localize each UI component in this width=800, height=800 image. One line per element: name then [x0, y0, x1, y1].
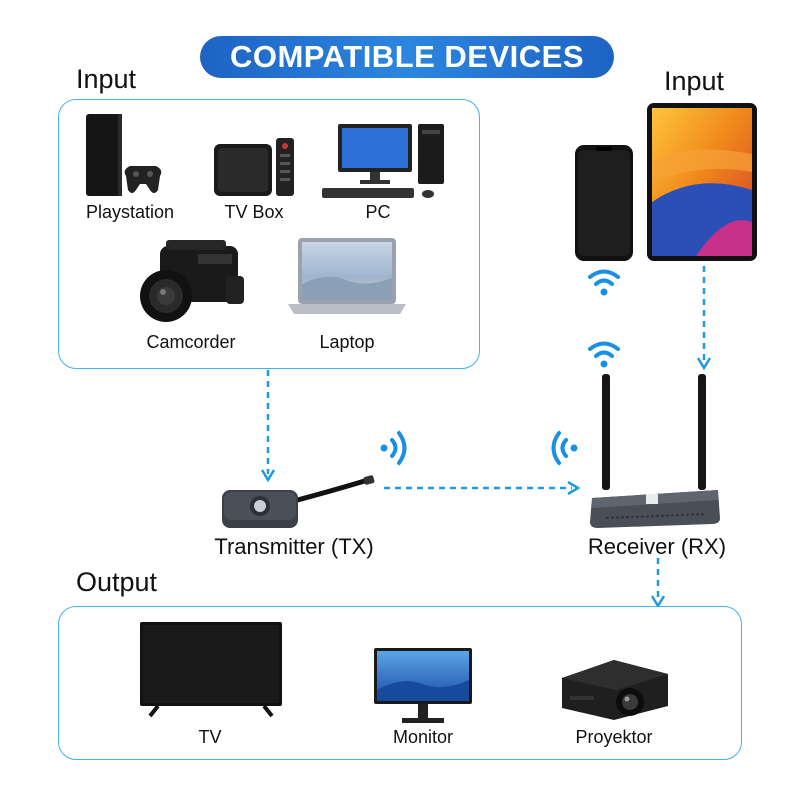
wifi-icon: [588, 269, 620, 296]
device-label-laptop: Laptop: [319, 332, 375, 352]
tv-box-icon: [214, 138, 294, 196]
device-label-playstation: Playstation: [85, 202, 175, 222]
transmitter-label: Transmitter (TX): [214, 534, 374, 559]
device-label-tv: TV: [198, 727, 222, 747]
device-label-pc: PC: [365, 202, 391, 222]
receiver-icon: [590, 374, 720, 528]
pc-icon: [322, 124, 444, 198]
input-left-label: Input: [76, 64, 137, 94]
receiver-label: Receiver (RX): [587, 534, 727, 559]
projector-icon: [562, 660, 668, 720]
camcorder-icon: [140, 240, 244, 322]
playstation-icon: [86, 114, 162, 196]
wifi-icon: [551, 431, 578, 465]
wifi-icon: [380, 431, 407, 465]
output-label: Output: [76, 567, 158, 597]
tv-icon: [140, 622, 282, 718]
device-label-camcorder: Camcorder: [146, 332, 236, 352]
page-title: COMPATIBLE DEVICES: [200, 36, 614, 78]
input-right-label: Input: [664, 66, 725, 96]
wifi-icon: [588, 341, 620, 368]
device-label-projector: Proyektor: [575, 727, 653, 747]
transmitter-icon: [222, 475, 375, 528]
tablet-icon: [647, 103, 757, 261]
smartphone-icon: [575, 145, 633, 261]
device-label-monitor: Monitor: [392, 727, 454, 747]
monitor-icon: [374, 648, 472, 723]
laptop-icon: [288, 238, 406, 314]
device-label-tv-box: TV Box: [224, 202, 284, 222]
